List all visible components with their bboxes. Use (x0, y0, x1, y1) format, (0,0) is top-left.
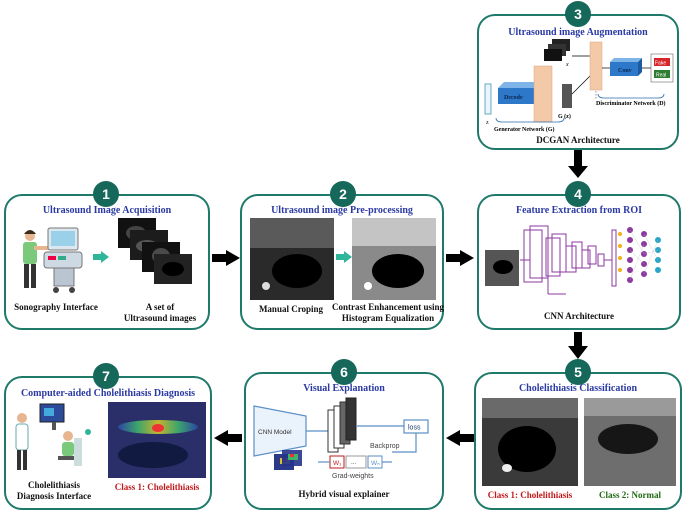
fully-connected-layers (618, 227, 661, 283)
feature-maps (327, 397, 357, 453)
heatmap-thumbnail (274, 450, 302, 470)
decode-block (498, 88, 540, 104)
x-label: x (565, 62, 569, 68)
generator-block (533, 65, 553, 123)
generator-label: Generator Network (G) (494, 126, 555, 133)
stage-7-caption-left-1: Cholelithiasis (27, 480, 80, 490)
fake-label: Fake (655, 61, 666, 67)
cropped-ultrasound-image (250, 218, 334, 300)
stage-5-badge: 5 (565, 359, 591, 385)
decode-label: Decode (504, 95, 523, 101)
stage-7-class1: Class 1: Cholelithiasis (114, 482, 200, 492)
conv-label: Conv (618, 68, 632, 74)
z-label: z (486, 120, 489, 126)
real-label: Real (656, 73, 666, 79)
stage-3-title: Ultrasound image Augmentation (508, 27, 648, 38)
stage-4-badge: 4 (565, 181, 591, 207)
stage-1-badge: 1 (93, 181, 119, 207)
cnn-architecture-diagram (520, 225, 661, 295)
arrow-6-to-7 (214, 430, 242, 446)
backprop-label: Backprop (370, 443, 400, 450)
stage-2-badge: 2 (330, 181, 356, 207)
grad-cam-diagram: CNN Model loss Backprop W₁ ... Wₙ Grad-w… (253, 397, 429, 480)
roi-image (485, 250, 519, 286)
ellipsis-label: ... (351, 459, 357, 466)
w1-label: W₁ (333, 460, 342, 467)
sonography-machine-icon (23, 227, 83, 293)
stage-5-class1: Class 1: Cholelithiasis (487, 490, 573, 500)
arrow-2-to-4 (446, 250, 474, 266)
arrow-3-to-4 (568, 150, 588, 178)
stage-3-badge: 3 (565, 1, 591, 27)
stage-1-caption-right-2: Ultrasound images (123, 313, 197, 323)
stage-7-caption-left-2: Diagnosis Interface (16, 491, 92, 501)
dcgan-diagram: x z Decode G (z) Conv Fake Real (484, 39, 674, 133)
grad-weights-label: Grad-weights (332, 473, 374, 480)
cholelithiasis-image (482, 398, 578, 486)
teal-arrow-icon (336, 251, 352, 263)
cnn-model-label: CNN Model (258, 429, 292, 436)
stage-2-caption-right-1: Contrast Enhancement using (331, 302, 444, 312)
normal-image (584, 398, 676, 486)
stage-1-title: Ultrasound Image Acquisition (42, 205, 172, 216)
stage-6-title: Visual Explanation (303, 383, 385, 394)
stage-7-title: Computer-aided Cholelithiasis Diagnosis (20, 388, 196, 399)
stage-2-caption-left: Manual Croping (258, 304, 324, 314)
teal-arrow-icon (93, 251, 109, 263)
stage-1-caption-right-1: A set of (145, 302, 175, 312)
fake-output (654, 58, 670, 66)
real-image-3 (544, 49, 562, 61)
stage-5-class2: Class 2: Normal (599, 490, 661, 500)
stage-6-caption: Hybrid visual explainer (298, 489, 390, 499)
arrow-4-to-5 (568, 332, 588, 359)
arrow-1-to-2 (212, 250, 240, 266)
stage-1-caption-left: Sonography Interface (14, 302, 98, 312)
enhanced-ultrasound-image (352, 218, 436, 300)
stage-4-caption: CNN Architecture (544, 311, 614, 321)
discriminator-label: Discriminator Network (D) (596, 100, 666, 107)
discriminator-block (589, 41, 603, 91)
diagnosis-interface-icon (15, 403, 91, 470)
stage-7-badge: 7 (93, 363, 119, 389)
ultrasound-image-stack (118, 218, 200, 290)
wn-label: Wₙ (371, 460, 380, 467)
stage-5-title: Cholelithiasis Classification (518, 383, 638, 394)
z-vector (484, 83, 492, 115)
gz-label: G (z) (558, 113, 571, 120)
stage-4-title: Feature Extraction from ROI (516, 205, 642, 216)
stage-3-caption: DCGAN Architecture (536, 135, 620, 145)
generated-image (562, 84, 572, 108)
real-output (654, 70, 670, 78)
arrow-5-to-6 (446, 430, 474, 446)
stage-2-title: Ultrasound image Pre-processing (271, 205, 413, 216)
stage-6-badge: 6 (331, 359, 357, 385)
conv-block (610, 62, 638, 76)
stage-2-caption-right-2: Histogram Equalization (341, 313, 435, 323)
heatmap-diagnosis-image (108, 402, 206, 478)
loss-label: loss (408, 425, 421, 432)
